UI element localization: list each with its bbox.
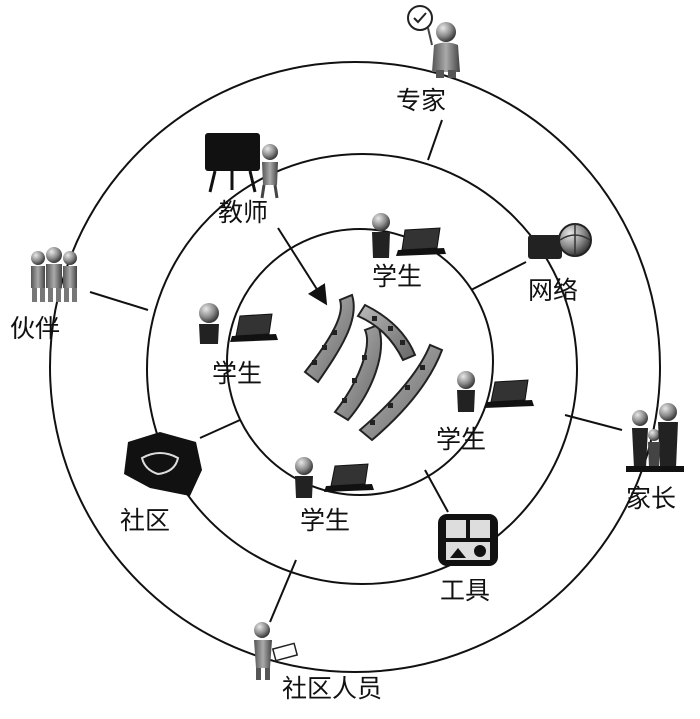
group-of-people-icon — [31, 247, 77, 302]
label-community: 社区 — [120, 506, 171, 535]
middle-ring — [146, 153, 578, 585]
camera-globe-icon — [528, 223, 592, 259]
student-with-laptop-icon — [457, 371, 534, 412]
label-network: 网络 — [528, 276, 579, 305]
connector-lines — [89, 119, 623, 623]
label-community-staff: 社区人员 — [282, 674, 383, 703]
label-partner: 伙伴 — [10, 314, 61, 343]
label-student-left: 学生 — [212, 359, 263, 388]
label-tools: 工具 — [440, 576, 491, 605]
label-teacher: 教师 — [218, 198, 269, 227]
teacher-arrow — [277, 227, 328, 306]
student-with-laptop-icon — [295, 457, 374, 498]
outer-ring — [49, 61, 661, 673]
student-with-laptop-icon — [372, 213, 446, 258]
film-strip-icon — [303, 293, 444, 442]
map-badge-icon — [124, 432, 202, 496]
toolbox-app-icon — [438, 514, 498, 566]
person-with-clipboard-icon — [254, 622, 299, 680]
inner-ring — [226, 228, 494, 496]
label-student-top: 学生 — [372, 262, 423, 291]
label-student-bottom: 学生 — [300, 506, 351, 535]
label-parents: 家长 — [626, 484, 677, 513]
label-student-right: 学生 — [436, 425, 487, 454]
family-icon — [626, 403, 684, 472]
student-with-laptop-icon — [199, 303, 278, 344]
person-with-check-sign-icon — [407, 5, 460, 78]
label-expert: 专家 — [396, 86, 447, 115]
person-at-blackboard-icon — [205, 133, 279, 199]
